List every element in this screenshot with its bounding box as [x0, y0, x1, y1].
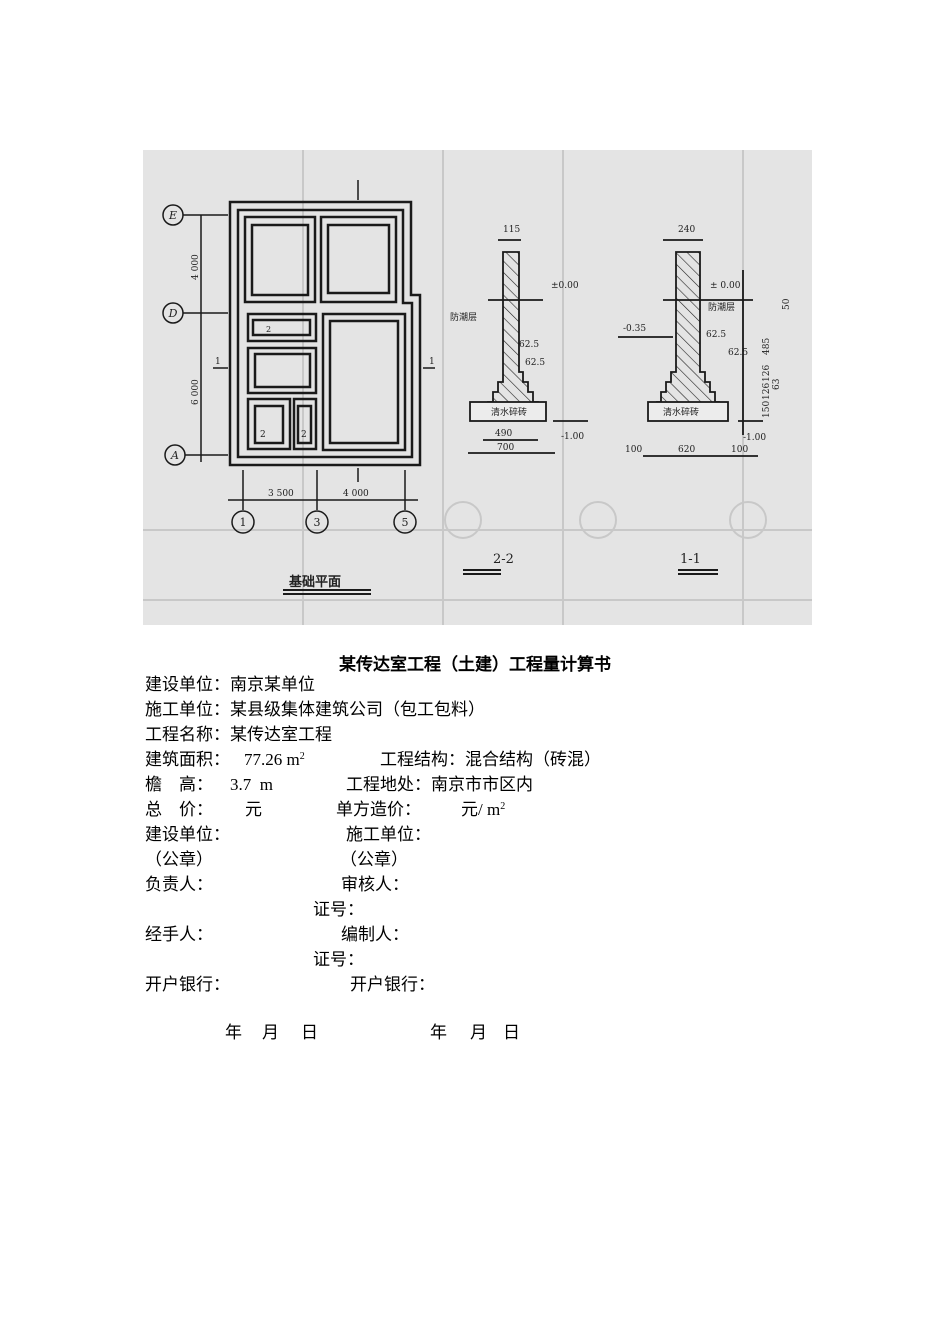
level-label: ± 0.00 [710, 281, 741, 291]
level-label: -1.00 [743, 433, 766, 443]
section-mark: 2 [301, 430, 307, 440]
seal-right: （公章） [340, 850, 408, 869]
axis-row-label: E [168, 209, 177, 222]
section-title: 1-1 [680, 552, 701, 567]
level-label: -1.00 [561, 432, 584, 442]
area-number: 77.26 m [244, 750, 300, 769]
dim-label: 62.5 [525, 358, 545, 368]
dim-label: 485 [762, 338, 772, 355]
location-line: 工程地处：南京市市区内 [346, 775, 533, 794]
dim-label: 490 [495, 429, 512, 439]
dim-label: 100 [625, 445, 642, 455]
section-mark: 1 [215, 357, 221, 367]
project-name-line: 工程名称：某传达室工程 [145, 725, 332, 744]
bank-right: 开户银行： [350, 975, 435, 994]
compiler-label: 编制人： [341, 925, 409, 944]
axis-col-label: 1 [240, 516, 247, 529]
area-value: 77.26 m2 [244, 750, 305, 769]
eave-label: 檐 高： [145, 775, 213, 794]
unit-price-text: 元/ m [461, 800, 501, 819]
section-mark: 2 [260, 430, 266, 440]
dim-horizontal: 3 500 [268, 489, 294, 499]
dim-vertical: 4 000 [191, 254, 201, 280]
dim-label: 620 [678, 445, 695, 455]
unit-price-label: 单方造价： [336, 800, 421, 819]
dim-label: 63 [772, 378, 782, 390]
date-year: 年 [430, 1023, 447, 1042]
area-label: 建筑面积： [145, 750, 230, 769]
axis-col-label: 5 [402, 516, 409, 529]
dim-label: 62.5 [706, 330, 726, 340]
total-unit: 元 [245, 800, 262, 819]
dim-vertical: 6 000 [191, 379, 201, 405]
dim-horizontal: 4 000 [343, 489, 369, 499]
responsible-label: 负责人： [145, 875, 213, 894]
contractor-line: 施工单位：某县级集体建筑公司（包工包料） [145, 700, 485, 719]
section-2-2 [463, 239, 588, 575]
bank-left: 开户银行： [145, 975, 230, 994]
section-1-1 [618, 239, 763, 575]
cert-label: 证号： [313, 900, 364, 919]
reviewer-label: 审核人： [341, 875, 409, 894]
axis-row-label: A [170, 449, 179, 462]
cert-label: 证号： [313, 950, 364, 969]
dim-label: 700 [497, 443, 514, 453]
foundation-drawing: E D A 1 3 5 4 000 6 000 3 500 4 000 1 1 … [143, 150, 812, 625]
dim-label: 100 [731, 445, 748, 455]
level-label: ±0.00 [551, 281, 579, 291]
level-label: -0.35 [623, 324, 646, 334]
dim-label: 240 [678, 225, 695, 235]
base-label: 清水碎砖 [491, 406, 527, 418]
unit-price-unit: 元/ m2 [461, 800, 506, 819]
document-title: 某传达室工程（土建）工程量计算书 [339, 655, 611, 674]
dim-label: 115 [503, 225, 520, 235]
dim-label: 126 [762, 365, 772, 382]
date-day: 日 [301, 1023, 318, 1042]
eave-value: 3.7 m [230, 775, 273, 794]
section-mark: 2 [266, 325, 271, 334]
dpc-label: 防潮层 [708, 301, 735, 313]
section-mark: 1 [429, 357, 435, 367]
dim-label: 150 [762, 401, 772, 418]
date-month: 月 [262, 1023, 279, 1042]
section-title: 2-2 [493, 552, 514, 567]
plan-title: 基础平面 [288, 574, 341, 590]
date-year: 年 [225, 1023, 242, 1042]
seal-left: （公章） [145, 850, 213, 869]
structure-line: 工程结构：混合结构（砖混） [380, 750, 601, 769]
client-line: 建设单位：南京某单位 [145, 675, 315, 694]
sign-client: 建设单位： [145, 825, 230, 844]
axis-row-label: D [168, 307, 178, 320]
dim-label: 62.5 [519, 340, 539, 350]
dim-label: 50 [782, 298, 792, 310]
sign-contractor: 施工单位： [346, 825, 431, 844]
dim-label: 62.5 [728, 348, 748, 358]
dim-label: 126 [762, 383, 772, 400]
date-month: 月 [470, 1023, 487, 1042]
axis-col-label: 3 [314, 516, 321, 529]
foundation-plan [228, 200, 422, 467]
total-label: 总 价： [145, 800, 213, 819]
dpc-label: 防潮层 [450, 311, 477, 323]
date-day: 日 [503, 1023, 520, 1042]
base-label: 清水碎砖 [663, 406, 699, 418]
handler-label: 经手人： [145, 925, 213, 944]
